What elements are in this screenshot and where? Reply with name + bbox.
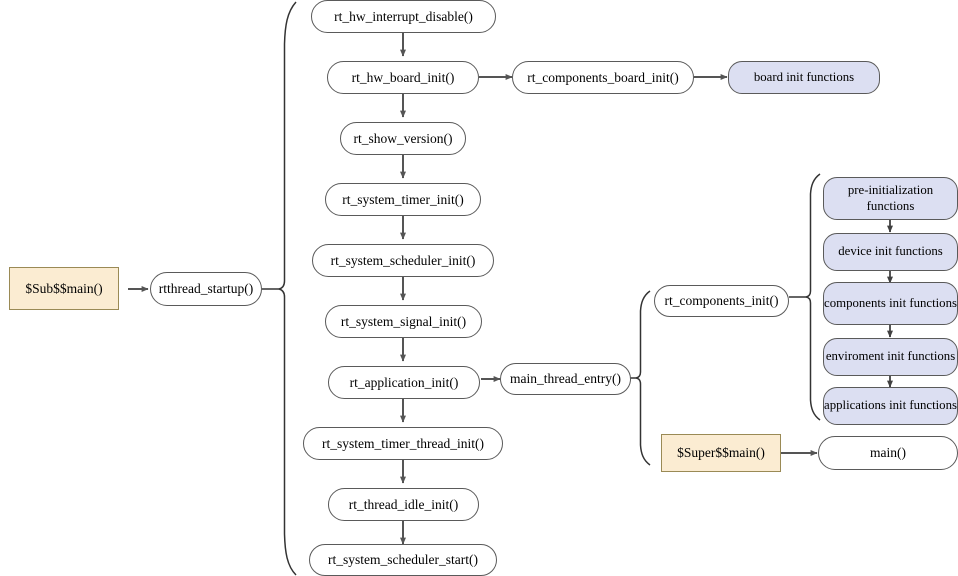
node-label: board init functions bbox=[753, 69, 855, 84]
node-label: device init functions bbox=[838, 244, 943, 259]
node-rt-hw-interrupt-disable[interactable]: rt_hw_interrupt_disable() bbox=[311, 0, 496, 33]
node-rt-system-timer-thread-init[interactable]: rt_system_timer_thread_init() bbox=[303, 427, 503, 460]
node-label: rt_hw_interrupt_disable() bbox=[334, 8, 473, 24]
node-main-thread-entry[interactable]: main_thread_entry() bbox=[500, 363, 631, 395]
node-pre-initialization-functions[interactable]: pre-initialization functions bbox=[823, 177, 958, 220]
node-label: rt_system_signal_init() bbox=[340, 313, 467, 329]
node-components-init-functions[interactable]: components init functions bbox=[823, 282, 958, 325]
node-label: rt_application_init() bbox=[349, 374, 459, 390]
node-sub-main[interactable]: $Sub$$main() bbox=[9, 267, 119, 310]
node-rt-components-board-init[interactable]: rt_components_board_init() bbox=[512, 61, 694, 94]
node-applications-init-functions[interactable]: applications init functions bbox=[823, 387, 958, 425]
node-rt-thread-idle-init[interactable]: rt_thread_idle_init() bbox=[328, 488, 479, 521]
node-label: main_thread_entry() bbox=[510, 371, 621, 387]
node-rtthread-startup[interactable]: rtthread_startup() bbox=[150, 272, 262, 306]
node-label: rt_thread_idle_init() bbox=[348, 496, 459, 512]
node-label: components init functions bbox=[824, 295, 957, 310]
brace-components-init bbox=[789, 173, 821, 421]
node-label: pre-initialization functions bbox=[847, 183, 934, 213]
node-label: $Super$$main() bbox=[677, 445, 765, 461]
node-rt-system-scheduler-init[interactable]: rt_system_scheduler_init() bbox=[312, 244, 494, 277]
node-device-init-functions[interactable]: device init functions bbox=[823, 233, 958, 271]
node-label: rt_system_timer_thread_init() bbox=[322, 435, 484, 451]
node-label: main() bbox=[870, 445, 906, 461]
node-rt-hw-board-init[interactable]: rt_hw_board_init() bbox=[327, 61, 479, 94]
node-rt-system-scheduler-start[interactable]: rt_system_scheduler_start() bbox=[309, 544, 497, 576]
node-rtthread-startup-label: rtthread_startup() bbox=[158, 281, 254, 297]
node-label: rt_system_timer_init() bbox=[342, 191, 464, 207]
node-label: rt_system_scheduler_start() bbox=[328, 552, 478, 568]
node-rt-system-timer-init[interactable]: rt_system_timer_init() bbox=[325, 183, 481, 216]
node-rt-system-signal-init[interactable]: rt_system_signal_init() bbox=[325, 305, 482, 338]
node-rt-application-init[interactable]: rt_application_init() bbox=[328, 366, 480, 399]
node-label: rt_components_board_init() bbox=[527, 69, 679, 85]
node-super-main[interactable]: $Super$$main() bbox=[661, 434, 781, 472]
node-label: rt_hw_board_init() bbox=[351, 69, 455, 85]
node-rt-components-init[interactable]: rt_components_init() bbox=[654, 285, 789, 317]
node-rt-show-version[interactable]: rt_show_version() bbox=[340, 122, 466, 155]
brace-startup-chain bbox=[262, 1, 297, 576]
node-label: rt_show_version() bbox=[353, 130, 453, 146]
node-label: applications init functions bbox=[824, 398, 957, 413]
node-enviroment-init-functions[interactable]: enviroment init functions bbox=[823, 338, 958, 376]
node-sub-main-label: $Sub$$main() bbox=[25, 280, 103, 296]
node-main[interactable]: main() bbox=[818, 436, 958, 470]
node-board-init-functions[interactable]: board init functions bbox=[728, 61, 880, 94]
node-label: rt_components_init() bbox=[664, 293, 779, 309]
node-label: enviroment init functions bbox=[825, 349, 956, 364]
node-label: rt_system_scheduler_init() bbox=[330, 252, 476, 268]
